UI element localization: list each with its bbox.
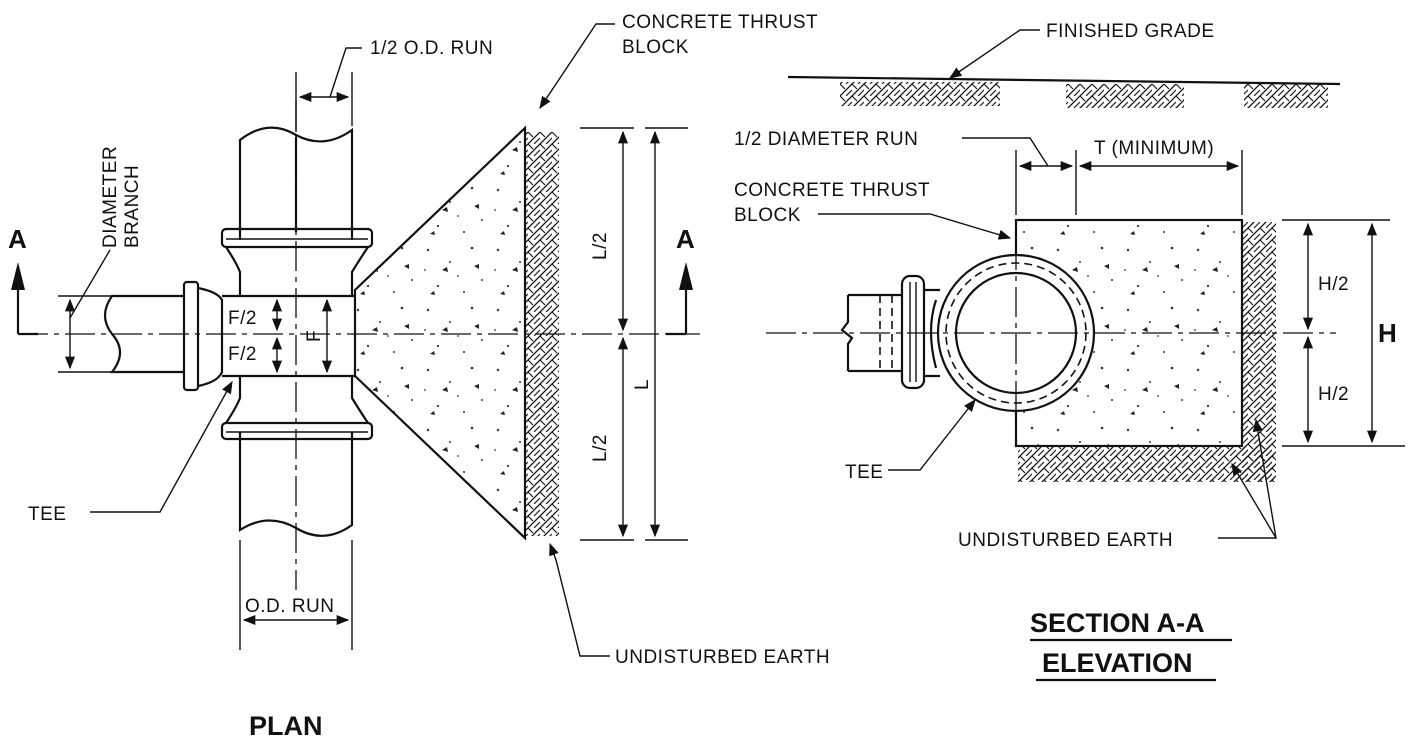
plan-label-l-half-top: L/2 bbox=[590, 232, 611, 260]
plan-label-branch: BRANCH bbox=[122, 165, 143, 248]
grade-hatch-3 bbox=[1244, 84, 1328, 108]
plan-label-od-run: O.D. RUN bbox=[245, 596, 335, 617]
plan-title: PLAN bbox=[249, 711, 323, 741]
section-title: SECTION A-A bbox=[1030, 608, 1205, 638]
grade-hatch-2 bbox=[1066, 84, 1184, 108]
plan-label-thrust-block-2: BLOCK bbox=[622, 37, 689, 58]
plan-label-diameter: DIAMETER bbox=[100, 146, 121, 248]
plan-label-l: L bbox=[632, 379, 653, 390]
plan-view: A A DIAMETER BRANCH 1/2 O.D. RUN CONCRET… bbox=[8, 12, 830, 741]
plan-label-f-half-bottom: F/2 bbox=[228, 344, 257, 365]
section-label-undisturbed-earth: UNDISTURBED EARTH bbox=[958, 530, 1173, 551]
section-subtitle: ELEVATION bbox=[1042, 648, 1193, 678]
plan-section-label-a-right: A bbox=[676, 224, 695, 254]
plan-label-tee: TEE bbox=[28, 504, 66, 525]
section-label-h-half-top: H/2 bbox=[1318, 274, 1349, 295]
plan-label-thrust-block-1: CONCRETE THRUST bbox=[622, 12, 818, 33]
section-label-h: H bbox=[1378, 318, 1397, 348]
section-label-t-minimum: T (MINIMUM) bbox=[1094, 138, 1214, 159]
plan-section-label-a-left: A bbox=[8, 224, 27, 254]
section-earth-hatch-right bbox=[1242, 222, 1276, 482]
grade-hatch-1 bbox=[840, 82, 1000, 106]
section-label-thrust-block-2: BLOCK bbox=[734, 205, 801, 226]
plan-label-f: F bbox=[304, 330, 325, 342]
section-label-finished-grade: FINISHED GRADE bbox=[1046, 21, 1215, 42]
plan-label-half-od-run: 1/2 O.D. RUN bbox=[370, 38, 493, 59]
plan-label-l-half-bottom: L/2 bbox=[590, 434, 611, 462]
section-earth-hatch-bottom bbox=[1018, 446, 1274, 482]
section-label-tee: TEE bbox=[845, 462, 883, 483]
plan-label-f-half-top: F/2 bbox=[228, 308, 257, 329]
section-view: FINISHED GRADE 1/2 DIAMETER RUN bbox=[734, 21, 1405, 682]
section-label-h-half-bottom: H/2 bbox=[1318, 384, 1349, 405]
plan-label-undisturbed-earth: UNDISTURBED EARTH bbox=[615, 647, 830, 668]
section-label-half-diameter-run: 1/2 DIAMETER RUN bbox=[734, 129, 918, 150]
section-label-thrust-block-1: CONCRETE THRUST bbox=[734, 180, 930, 201]
plan-thrust-block bbox=[353, 125, 527, 541]
